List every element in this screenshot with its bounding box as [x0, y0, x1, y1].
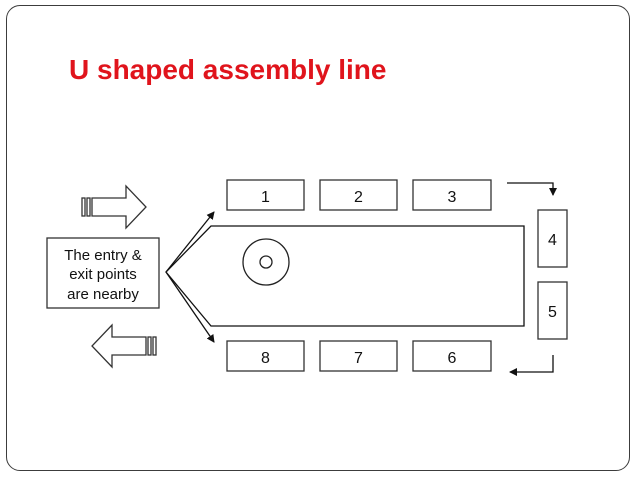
note-line-3: are nearby — [67, 286, 139, 303]
note-line-2: exit points — [69, 266, 137, 283]
station-3: 3 — [412, 179, 492, 211]
station-1: 1 — [226, 179, 305, 211]
station-label: 3 — [448, 189, 457, 206]
station-label: 7 — [354, 350, 363, 367]
u-line-outline — [165, 225, 525, 327]
exit-arrow-icon — [91, 323, 157, 369]
station-label: 5 — [548, 304, 557, 321]
station-2: 2 — [319, 179, 398, 211]
station-4: 4 — [537, 209, 568, 268]
station-label: 6 — [448, 350, 457, 367]
station-7: 7 — [319, 340, 398, 372]
flow-arrow-icon — [509, 355, 554, 376]
entry-exit-note: The entry & exit points are nearby — [46, 237, 160, 309]
station-5: 5 — [537, 281, 568, 340]
worker-circle-icon — [242, 238, 290, 286]
flow-arrow-icon — [507, 182, 557, 196]
entry-arrow-icon — [81, 184, 147, 230]
station-label: 1 — [261, 189, 270, 206]
exit-diagonal-arrow — [165, 271, 215, 343]
station-label: 8 — [261, 350, 270, 367]
station-8: 8 — [226, 340, 305, 372]
entry-diagonal-arrow — [165, 211, 215, 273]
station-label: 2 — [354, 189, 363, 206]
note-line-1: The entry & — [64, 247, 142, 264]
station-label: 4 — [548, 232, 557, 249]
station-6: 6 — [412, 340, 492, 372]
slide-title: U shaped assembly line — [69, 54, 387, 85]
